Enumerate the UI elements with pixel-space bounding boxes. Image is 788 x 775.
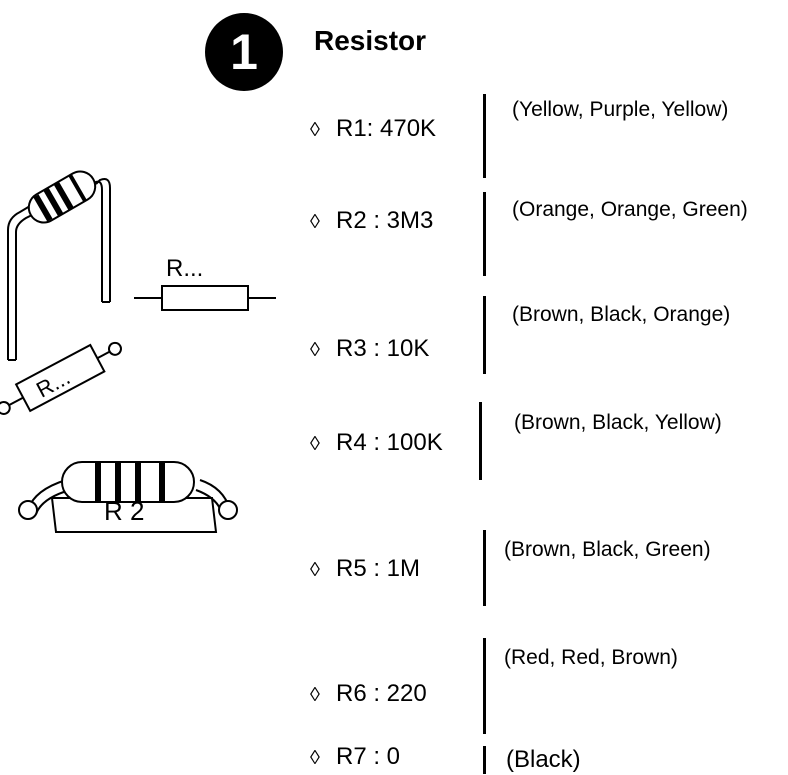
separator-line bbox=[483, 638, 486, 734]
diamond-bullet-icon: ◊ bbox=[310, 211, 320, 233]
diamond-bullet-icon: ◊ bbox=[310, 119, 320, 141]
resistor-r3: ◊ R3 : 10K bbox=[310, 334, 429, 365]
diamond-bullet-icon: ◊ bbox=[310, 339, 320, 361]
diamond-bullet-icon: ◊ bbox=[310, 559, 320, 581]
color-code: (Red, Red, Brown) bbox=[504, 646, 678, 669]
color-code: (Orange, Orange, Green) bbox=[512, 198, 748, 221]
resistor-illustration: R... R... R 2 bbox=[0, 170, 276, 533]
side-resistor-label: R 2 bbox=[104, 496, 144, 526]
resistor-designator: R2 : 3M3 bbox=[336, 207, 434, 234]
schematic-label: R... bbox=[166, 255, 203, 282]
color-code: (Brown, Black, Orange) bbox=[512, 303, 731, 326]
separator-line bbox=[483, 192, 486, 276]
resistor-designator: R6 : 220 bbox=[336, 680, 427, 707]
resistor-designator: R5 : 1M bbox=[336, 555, 421, 582]
separator-line bbox=[483, 530, 486, 606]
resistor-r6: ◊ R6 : 220 bbox=[310, 679, 427, 710]
color-code: (Brown, Black, Yellow) bbox=[514, 411, 722, 434]
separator-line bbox=[479, 402, 482, 480]
schematic-symbol bbox=[134, 285, 276, 311]
resistor-r2: ◊ R2 : 3M3 bbox=[310, 206, 433, 237]
flat-resistor-footprint: R... bbox=[0, 341, 122, 415]
diamond-bullet-icon: ◊ bbox=[310, 684, 320, 706]
resistor-r5: ◊ R5 : 1M bbox=[310, 554, 420, 585]
step-number: 1 bbox=[230, 24, 258, 80]
color-code: (Brown, Black, Green) bbox=[504, 538, 711, 561]
resistor-designator: R4 : 100K bbox=[336, 429, 443, 456]
page-title: Resistor bbox=[314, 25, 427, 56]
separator-line bbox=[483, 296, 486, 374]
side-resistor-drawing bbox=[18, 461, 238, 533]
resistor-r4: ◊ R4 : 100K bbox=[310, 428, 443, 459]
separator-line bbox=[483, 94, 486, 178]
diamond-bullet-icon: ◊ bbox=[310, 747, 320, 769]
color-code: (Yellow, Purple, Yellow) bbox=[512, 98, 729, 121]
color-code: (Black) bbox=[506, 746, 581, 773]
resistor-r1: ◊ R1: 470K bbox=[310, 114, 436, 145]
diamond-bullet-icon: ◊ bbox=[310, 433, 320, 455]
resistor-designator: R7 : 0 bbox=[336, 743, 401, 770]
step-number-badge: 1 bbox=[205, 13, 283, 91]
resistor-r7: ◊ R7 : 0 bbox=[310, 742, 400, 773]
separator-line bbox=[483, 746, 486, 774]
resistor-designator: R1: 470K bbox=[336, 115, 437, 142]
bent-resistor-drawing bbox=[7, 170, 111, 361]
resistor-designator: R3 : 10K bbox=[336, 335, 430, 362]
